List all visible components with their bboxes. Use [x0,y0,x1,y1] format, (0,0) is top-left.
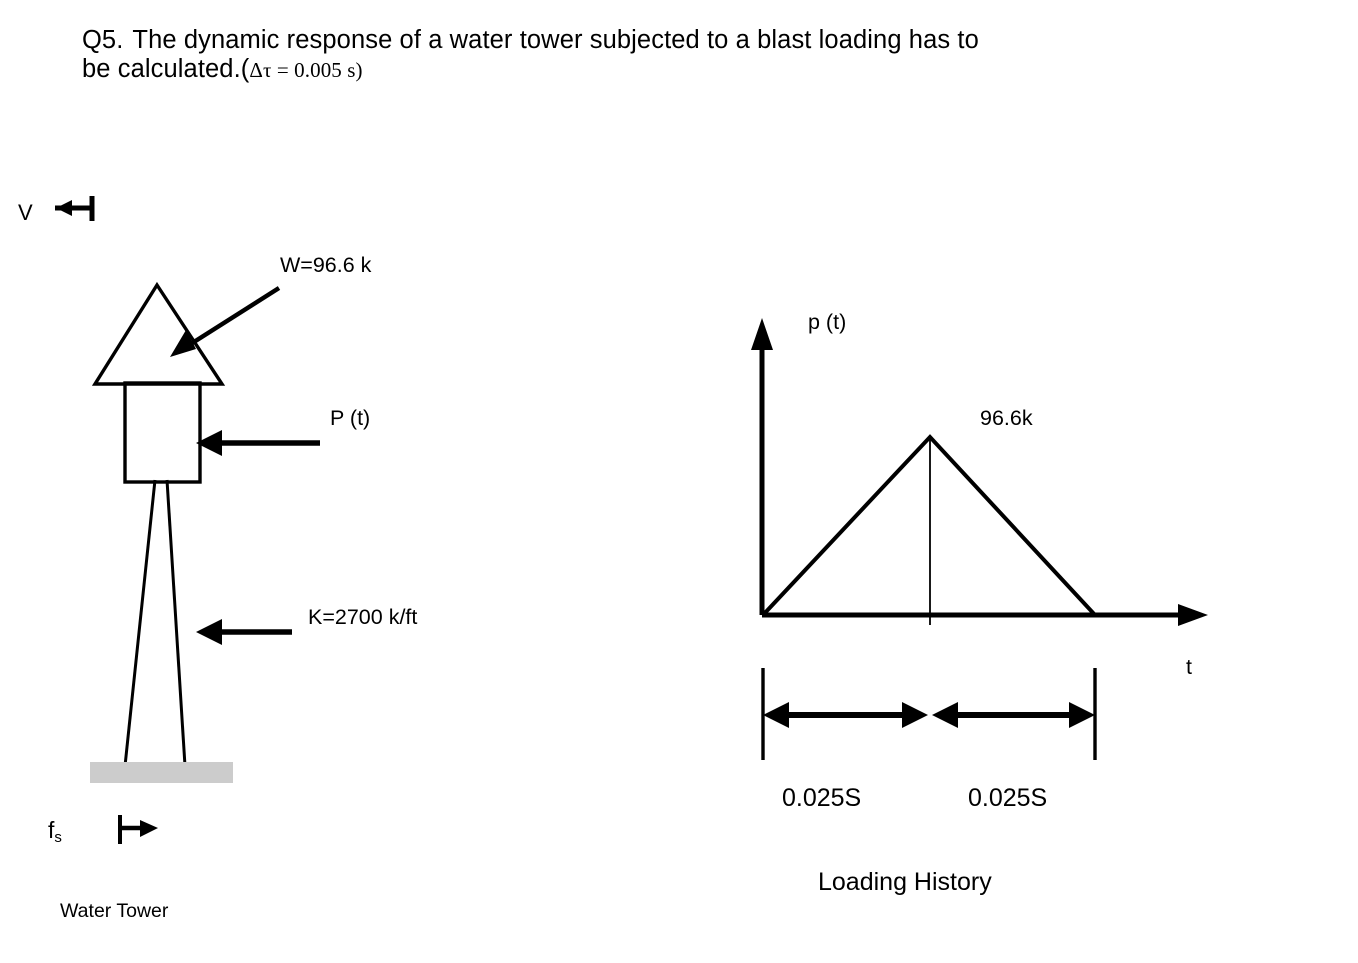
tower-roof-triangle [91,281,226,386]
dimension-arrow-decay [932,702,1095,728]
question-math-expression: Δτ = 0.005 s [249,58,356,83]
blast-pulse-curve [761,434,1097,617]
applied-load-arrow-icon [196,430,320,456]
spring-force-arrow-icon [118,815,158,844]
peak-value-label: 96.6k [980,406,1033,430]
velocity-label: V [18,200,33,225]
stiffness-arrow-icon [196,619,292,645]
question-line-1: The dynamic response of a water tower su… [132,26,979,54]
dimension-arrow-rise [763,702,928,728]
x-axis-label: t [1186,655,1192,679]
weight-leader-arrow-icon [170,286,281,357]
weight-label: W=96.6 k [280,253,372,277]
dimension-label-rise: 0.025S [782,784,862,812]
water-tower-caption: Water Tower [60,900,169,922]
tower-leg-right [165,479,187,767]
spring-force-subscript: s [54,829,62,847]
ground-base-slab [90,762,233,783]
velocity-arrow-icon [55,196,95,221]
question-text: Q5. The dynamic response of a water tower… [82,26,1262,85]
tower-leg-left [123,479,157,767]
question-line-2-suffix: ) [355,58,363,83]
spring-force-symbol: f [48,817,55,843]
y-axis-label: p (t) [808,310,847,334]
applied-load-label: P (t) [330,406,371,430]
loading-history-figure [751,318,1208,760]
spring-force-label: fs [48,817,62,846]
question-line-2-prefix: be calculated.( [82,55,250,84]
question-number: Q5. [82,26,124,54]
water-tower-figure [55,196,320,844]
loading-history-caption: Loading History [818,868,992,896]
chart-y-axis [751,318,773,615]
tower-tank-box [123,381,202,484]
chart-x-axis [762,604,1208,626]
dimension-label-decay: 0.025S [968,784,1048,812]
stiffness-label: K=2700 k/ft [308,605,418,629]
